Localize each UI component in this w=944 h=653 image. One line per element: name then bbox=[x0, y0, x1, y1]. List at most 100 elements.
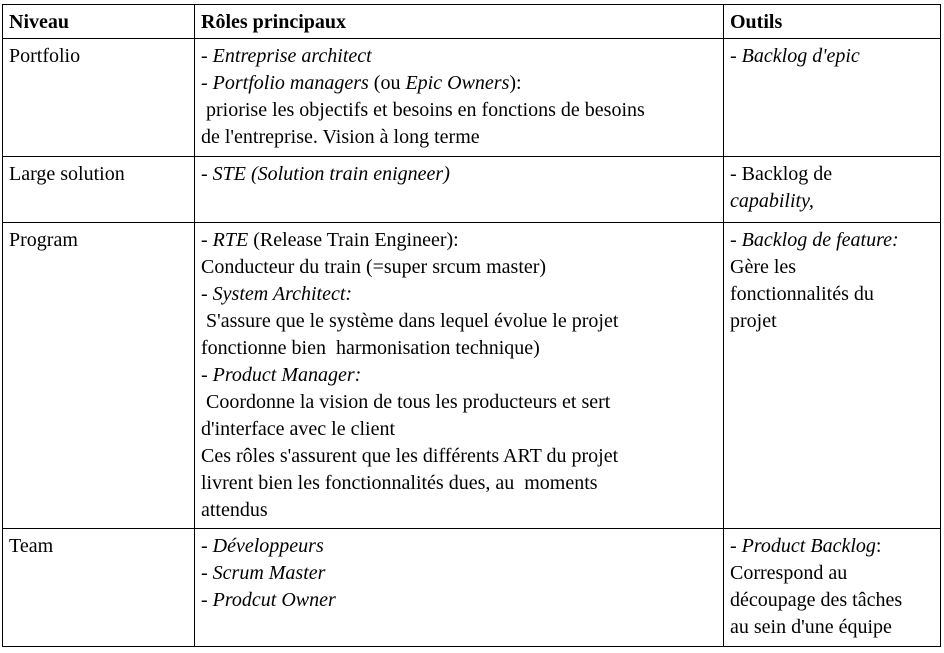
text-segment: Gère les bbox=[730, 256, 797, 278]
text-segment: attendus bbox=[201, 499, 268, 521]
role-line: - STE (Solution train enigneer) bbox=[201, 161, 717, 188]
text-segment: - bbox=[201, 562, 213, 584]
role-line: livrent bien les fonctionnalités dues, a… bbox=[201, 470, 717, 497]
header-niveau: Niveau bbox=[2, 4, 195, 39]
tool-line: au sein d'une équipe bbox=[730, 614, 934, 641]
roles-table: Niveau Rôles principaux Outils Portfolio… bbox=[2, 4, 941, 647]
table-row: Large solution- STE (Solution train enig… bbox=[2, 156, 941, 223]
header-roles: Rôles principaux bbox=[194, 4, 724, 39]
text-segment: Portfolio managers bbox=[212, 72, 369, 94]
text-segment: STE (Solution train enigneer) bbox=[212, 163, 450, 185]
text-segment: projet bbox=[730, 310, 777, 332]
text-segment: (ou bbox=[368, 72, 406, 94]
text-segment: Coordonne la vision de tous les producte… bbox=[201, 391, 611, 413]
text-segment: de l'entreprise. Vision à long terme bbox=[201, 126, 480, 148]
text-segment: - bbox=[201, 535, 213, 557]
tool-line: fonctionnalités du bbox=[730, 281, 934, 308]
table-row: Portfolio- Entreprise architect- Portfol… bbox=[2, 38, 941, 157]
text-segment: d'interface avec le client bbox=[201, 418, 396, 440]
tool-line: - Backlog de feature: bbox=[730, 227, 934, 254]
role-line: Ces rôles s'assurent que les différents … bbox=[201, 443, 717, 470]
text-segment: capability, bbox=[730, 190, 814, 212]
text-segment: - bbox=[201, 229, 213, 251]
tool-line: Correspond au bbox=[730, 560, 934, 587]
table-body: Portfolio- Entreprise architect- Portfol… bbox=[2, 38, 941, 647]
role-line: de l'entreprise. Vision à long terme bbox=[201, 124, 717, 151]
text-segment: Correspond au bbox=[730, 562, 848, 584]
text-segment: livrent bien les fonctionnalités dues, a… bbox=[201, 472, 598, 494]
table-header: Niveau Rôles principaux Outils bbox=[2, 4, 941, 39]
text-segment: Entreprise architect bbox=[212, 45, 372, 67]
text-segment: Conducteur du train (=super srcum master… bbox=[201, 256, 547, 278]
text-segment: Product Backlog bbox=[741, 535, 876, 557]
text-segment: Epic Owners bbox=[405, 72, 510, 94]
role-line: - RTE (Release Train Engineer): bbox=[201, 227, 717, 254]
text-segment: Backlog d'epic bbox=[741, 45, 860, 67]
role-line: S'assure que le système dans lequel évol… bbox=[201, 308, 717, 335]
text-segment: - bbox=[201, 364, 213, 386]
tool-line: - Product Backlog: bbox=[730, 533, 934, 560]
text-segment: fonctionnalités du bbox=[730, 283, 874, 305]
text-segment: - bbox=[201, 45, 213, 67]
text-segment: - bbox=[730, 229, 742, 251]
level-cell: Program bbox=[2, 222, 195, 529]
text-segment: S'assure que le système dans lequel évol… bbox=[201, 310, 619, 332]
text-segment: System Architect: bbox=[212, 283, 353, 305]
roles-cell: - STE (Solution train enigneer) bbox=[194, 156, 724, 223]
tool-line: - Backlog d'epic bbox=[730, 43, 934, 70]
header-row: Niveau Rôles principaux Outils bbox=[2, 4, 941, 39]
text-segment: - bbox=[730, 535, 742, 557]
role-line: Coordonne la vision de tous les producte… bbox=[201, 389, 717, 416]
tool-line: - Backlog de bbox=[730, 161, 934, 188]
text-segment: RTE bbox=[212, 229, 249, 251]
text-segment: au sein d'une équipe bbox=[730, 616, 892, 638]
level-cell: Large solution bbox=[2, 156, 195, 223]
role-line: - Développeurs bbox=[201, 533, 717, 560]
text-segment: ): bbox=[509, 72, 522, 94]
text-segment: - bbox=[201, 72, 213, 94]
level-cell: Team bbox=[2, 528, 195, 647]
tool-line: capability, bbox=[730, 188, 934, 215]
tool-line: Gère les bbox=[730, 254, 934, 281]
text-segment: - bbox=[201, 283, 213, 305]
text-segment: Backlog de feature: bbox=[741, 229, 899, 251]
text-segment: Scrum Master bbox=[212, 562, 326, 584]
table-row: Team- Développeurs- Scrum Master- Prodcu… bbox=[2, 528, 941, 647]
table-row: Program- RTE (Release Train Engineer):Co… bbox=[2, 222, 941, 529]
text-segment: - Backlog de bbox=[730, 163, 833, 185]
role-line: priorise les objectifs et besoins en fon… bbox=[201, 97, 717, 124]
role-line: fonctionne bien harmonisation technique) bbox=[201, 335, 717, 362]
roles-cell: - Développeurs- Scrum Master- Prodcut Ow… bbox=[194, 528, 724, 647]
role-line: attendus bbox=[201, 497, 717, 524]
tools-cell: - Backlog d'epic bbox=[723, 38, 941, 157]
tool-line: projet bbox=[730, 308, 934, 335]
role-line: Conducteur du train (=super srcum master… bbox=[201, 254, 717, 281]
role-line: - Prodcut Owner bbox=[201, 587, 717, 614]
text-segment: - bbox=[730, 45, 742, 67]
text-segment: (Release Train Engineer): bbox=[248, 229, 459, 251]
roles-cell: - RTE (Release Train Engineer):Conducteu… bbox=[194, 222, 724, 529]
text-segment: Ces rôles s'assurent que les différents … bbox=[201, 445, 619, 467]
text-segment: Développeurs bbox=[212, 535, 324, 557]
role-line: - Portfolio managers (ou Epic Owners): bbox=[201, 70, 717, 97]
text-segment: fonctionne bien harmonisation technique) bbox=[201, 337, 540, 359]
level-cell: Portfolio bbox=[2, 38, 195, 157]
text-segment: - bbox=[201, 589, 213, 611]
header-outils: Outils bbox=[723, 4, 941, 39]
text-segment: : bbox=[875, 535, 882, 557]
role-line: - Entreprise architect bbox=[201, 43, 717, 70]
roles-cell: - Entreprise architect- Portfolio manage… bbox=[194, 38, 724, 157]
text-segment: priorise les objectifs et besoins en fon… bbox=[201, 99, 645, 121]
text-segment: Product Manager: bbox=[212, 364, 362, 386]
role-line: - System Architect: bbox=[201, 281, 717, 308]
text-segment: découpage des tâches bbox=[730, 589, 903, 611]
role-line: d'interface avec le client bbox=[201, 416, 717, 443]
tools-cell: - Backlog de capability, bbox=[723, 156, 941, 223]
text-segment: - bbox=[201, 163, 213, 185]
role-line: - Scrum Master bbox=[201, 560, 717, 587]
role-line: - Product Manager: bbox=[201, 362, 717, 389]
tool-line: découpage des tâches bbox=[730, 587, 934, 614]
text-segment: Prodcut Owner bbox=[212, 589, 336, 611]
